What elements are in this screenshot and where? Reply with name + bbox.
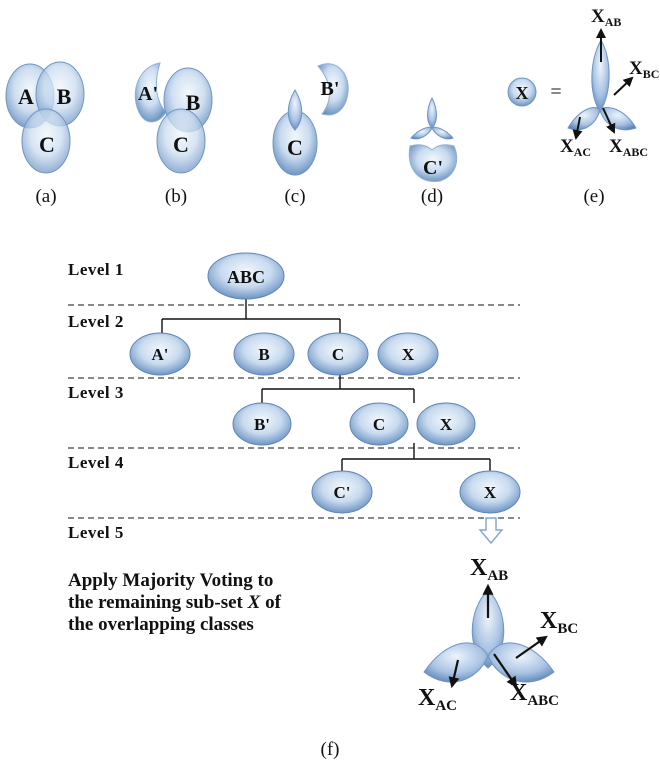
petal-top: [591, 38, 610, 113]
majority-line-2: the remaining sub-set X of: [68, 592, 281, 613]
label-xabc: XABC: [510, 680, 559, 709]
label-xabc: XABC: [609, 136, 648, 159]
node-a-prime: A': [129, 332, 191, 376]
node-b: B: [233, 332, 295, 376]
majority-voting-text: Apply Majority Voting to the remaining s…: [68, 570, 368, 636]
level-1-label: Level 1: [68, 260, 124, 279]
label-b-prime: B': [321, 78, 340, 100]
label-b: B: [57, 84, 72, 109]
venn-c: B' C (c): [272, 63, 349, 207]
caption-c: (c): [284, 186, 305, 207]
bottom-trefoil: XAB XBC XAC XABC: [418, 555, 578, 714]
arrow-xabc: [602, 107, 616, 134]
venn-d: C' (d): [408, 96, 458, 207]
level-5-label: Level 5: [68, 523, 124, 542]
label-a-prime: A': [138, 83, 158, 105]
subset-variable: X: [247, 592, 261, 613]
label-xbc: XBC: [629, 58, 659, 81]
svg-text:ABC: ABC: [227, 267, 265, 287]
venn-b: A' B C (b): [134, 62, 213, 207]
circle-c: [21, 108, 71, 174]
label-c-prime: C': [423, 157, 443, 179]
petal-right: [487, 642, 555, 683]
label-xac: XAC: [560, 136, 591, 159]
connector-level3-4: [341, 443, 491, 472]
label-a: A: [18, 84, 34, 109]
connector-level2-3: [261, 373, 415, 403]
node-x: X: [416, 402, 476, 446]
level-2-label: Level 2: [68, 312, 124, 331]
petal-left: [423, 642, 489, 683]
label-b: B: [186, 90, 201, 115]
label-xbc: XBC: [540, 608, 578, 637]
majority-line-3: the overlapping classes: [68, 614, 254, 635]
label-c: C: [173, 132, 189, 157]
venn-a: A B C (a): [5, 61, 85, 207]
svg-text:C: C: [332, 345, 344, 364]
shape-a-prime: [134, 62, 167, 123]
node-x: X: [459, 470, 521, 514]
trefoil-right: [431, 126, 454, 140]
equals-sign: =: [550, 81, 561, 103]
svg-text:A': A': [152, 345, 169, 364]
caption-b: (b): [165, 186, 187, 207]
svg-text:C: C: [373, 415, 385, 434]
subset-x-definition: X = XAB XBC XAC XABC (e): [507, 6, 659, 207]
caption-e: (e): [583, 186, 604, 207]
circle-c: [156, 108, 206, 174]
caption-d: (d): [421, 186, 443, 207]
down-arrow: [478, 517, 504, 545]
label-xab: XAB: [470, 555, 508, 584]
petal-right: [599, 106, 637, 131]
node-abc: ABC: [207, 252, 285, 300]
label-c: C: [39, 132, 55, 157]
label-xac: XAC: [418, 685, 457, 714]
svg-text:B: B: [258, 345, 269, 364]
svg-text:C': C': [334, 483, 351, 502]
arrow-xac: [572, 116, 583, 140]
svg-text:B': B': [254, 415, 270, 434]
label-xab: XAB: [591, 6, 621, 29]
shape-c-prime: [408, 144, 458, 182]
x-node: [507, 77, 537, 107]
svg-text:X: X: [402, 345, 415, 364]
node-c-prime: C': [311, 470, 373, 514]
majority-line-1: Apply Majority Voting to: [68, 570, 274, 591]
svg-text:X: X: [440, 415, 453, 434]
node-c: C: [307, 332, 369, 376]
x-node-label: X: [516, 83, 529, 103]
arrow-xbc: [515, 635, 548, 659]
trefoil-top: [427, 96, 437, 129]
lens-shape: [287, 89, 303, 131]
tree-connectors: [161, 298, 491, 472]
label-c: C: [287, 135, 303, 160]
svg-text:X: X: [484, 483, 497, 502]
node-x: X: [377, 332, 439, 376]
trefoil-left: [410, 126, 433, 140]
petal-left: [567, 106, 601, 131]
arrow-xac: [448, 659, 460, 689]
arrow-xbc: [613, 76, 634, 96]
level-3-label: Level 3: [68, 383, 124, 402]
connector-level1-2: [161, 298, 341, 335]
shape-b-prime: [317, 63, 349, 116]
caption-a: (a): [35, 186, 56, 207]
arrow-xabc: [493, 653, 518, 688]
level-4-label: Level 4: [68, 453, 124, 472]
node-b-prime: B': [232, 402, 292, 446]
figure-caption: (f): [321, 739, 340, 760]
node-c: C: [349, 402, 409, 446]
